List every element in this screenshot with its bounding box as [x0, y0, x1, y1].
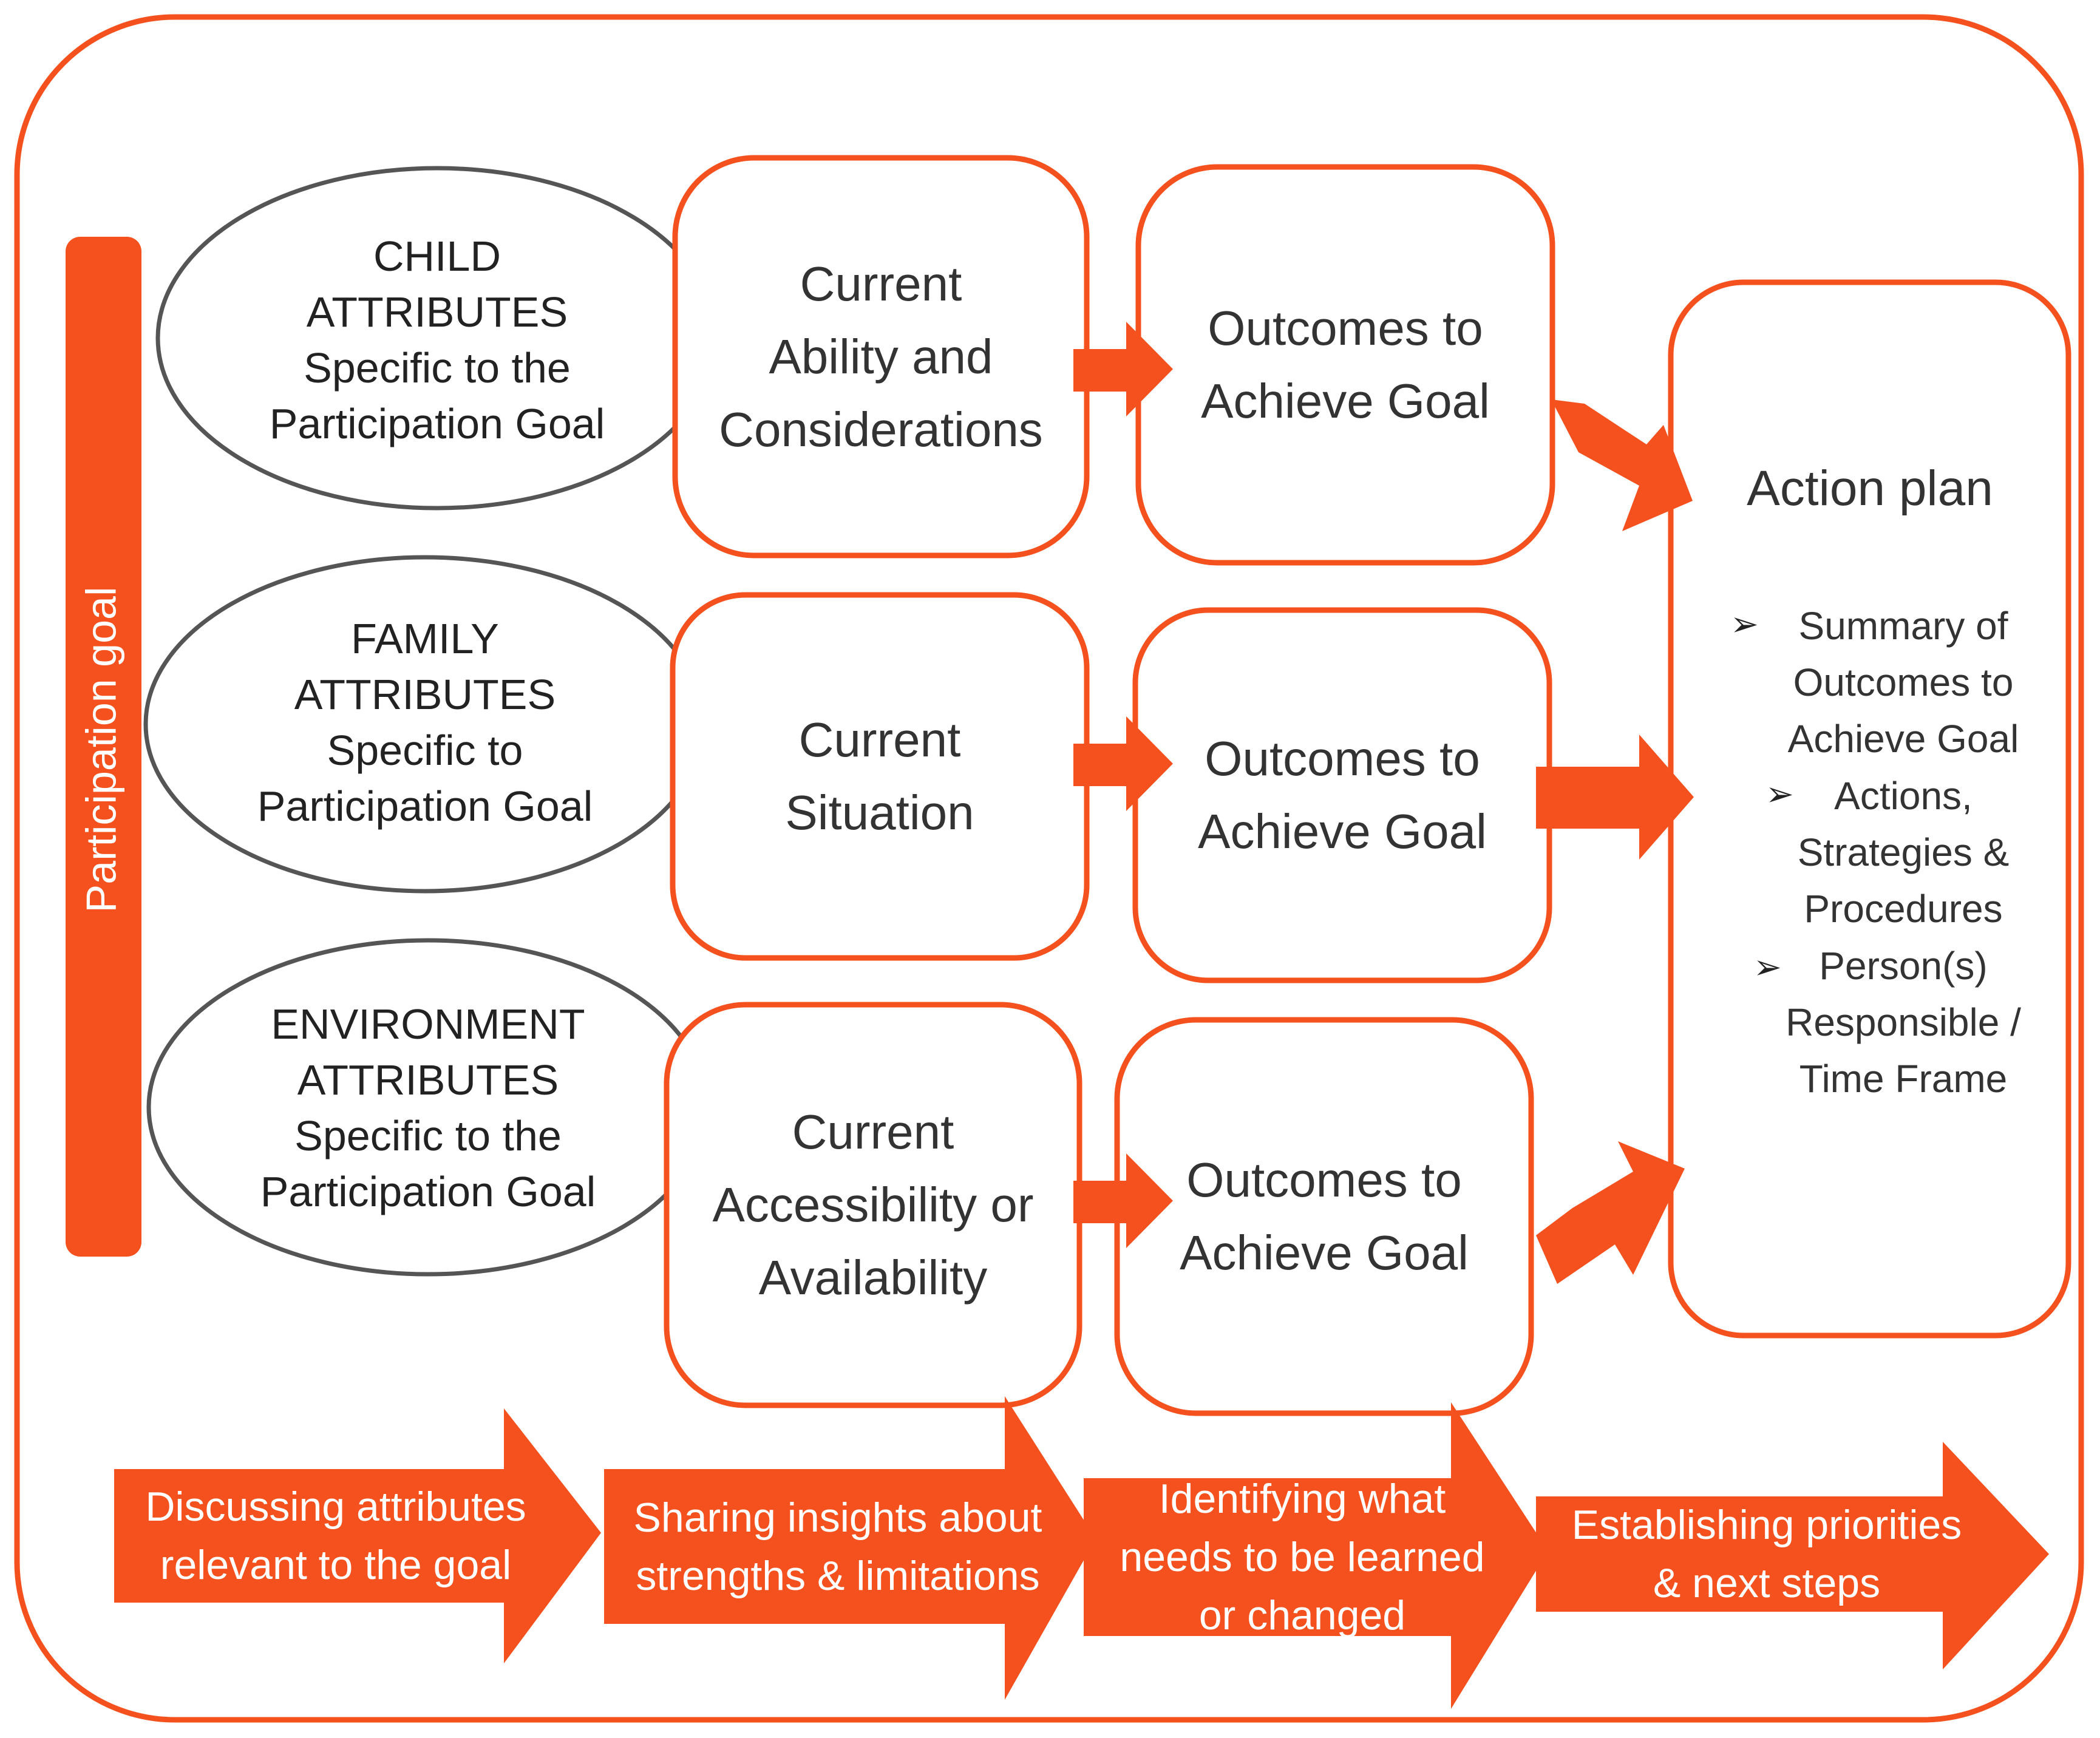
plan-line: Responsible / — [1786, 1000, 2021, 1044]
outcomes-text-1: Outcomes to Achieve Goal — [1143, 173, 1548, 557]
step-line: needs to be learned — [1120, 1534, 1485, 1580]
plan-line: Outcomes to — [1793, 660, 2014, 704]
outcomes-line: Outcomes to — [1208, 301, 1483, 355]
arrowhead-bullet-icon: ➢ — [1753, 948, 1782, 986]
step-text-2: Sharing insights about strengths & limit… — [604, 1469, 1072, 1624]
participation-goal-bar — [66, 237, 141, 1257]
step-arrow-4 — [1536, 1442, 2049, 1669]
outcomes-line: Outcomes to — [1186, 1153, 1462, 1207]
attr-line: Participation Goal — [257, 782, 593, 830]
plan-line: Person(s) — [1819, 944, 1988, 988]
step-line: Identifying what — [1158, 1476, 1446, 1522]
outcomes-line: Achieve Goal — [1198, 804, 1487, 858]
step-line: Sharing insights about — [633, 1494, 1042, 1541]
current-ability-text: Current Ability and Considerations — [680, 164, 1082, 549]
step-text-4: Establishing priorities & next steps — [1536, 1496, 1997, 1612]
plan-line: Time Frame — [1799, 1057, 2008, 1101]
step-arrow-3 — [1084, 1402, 1548, 1709]
plan-line: Strategies & — [1797, 830, 2010, 874]
step-arrow-2 — [604, 1396, 1096, 1700]
current-line: Situation — [785, 786, 974, 840]
attr-line: Participation Goal — [260, 1168, 596, 1215]
child-attributes-text: CHILD ATTRIBUTES Specific to the Partici… — [231, 225, 644, 455]
plan-item-summary: Summary of Outcomes to Achieve Goal — [1761, 598, 2046, 767]
attr-line: FAMILY — [351, 615, 499, 662]
step-line: relevant to the goal — [160, 1542, 512, 1588]
step-line: strengths & limitations — [636, 1552, 1040, 1599]
attr-line: ENVIRONMENT — [271, 1000, 585, 1048]
step-text-3: Identifying what needs to be learned or … — [1084, 1476, 1521, 1638]
action-plan-title: Action plan — [1747, 461, 1993, 516]
plan-item-persons: Person(s) Responsible / Time Frame — [1761, 938, 2046, 1107]
arrowhead-bullet-icon: ➢ — [1765, 775, 1794, 813]
step-line: & next steps — [1653, 1560, 1881, 1606]
attr-line: ATTRIBUTES — [297, 1056, 559, 1104]
step-line: Establishing priorities — [1571, 1502, 1962, 1548]
attr-line: Participation Goal — [269, 400, 605, 447]
attr-line: ATTRIBUTES — [294, 671, 556, 718]
arrow-current-to-outcomes-1 — [1073, 322, 1173, 416]
current-line: Considerations — [719, 402, 1043, 457]
outcomes-line: Achieve Goal — [1201, 374, 1490, 428]
current-line: Availability — [758, 1251, 988, 1305]
arrow-outcomes-to-plan-3 — [1536, 1141, 1685, 1284]
plan-item-actions: Actions, Strategies & Procedures — [1761, 768, 2046, 937]
arrowhead-bullet-icon: ➢ — [1730, 605, 1759, 643]
participation-goal-label-wrap: Participation goal — [58, 243, 143, 1257]
outcomes-text-2: Outcomes to Achieve Goal — [1140, 616, 1544, 974]
step-line: or changed — [1198, 1592, 1406, 1638]
outcomes-line: Outcomes to — [1205, 732, 1480, 786]
attr-line: CHILD — [373, 233, 501, 280]
current-line: Current — [792, 1105, 954, 1159]
arrow-current-to-outcomes-2 — [1073, 716, 1173, 811]
attr-line: Specific to the — [304, 344, 571, 392]
step-text-1: Discussing attributes relevant to the go… — [114, 1469, 557, 1603]
environment-attributes-text: ENVIRONMENT ATTRIBUTES Specific to the P… — [222, 993, 634, 1223]
outcomes-text-3: Outcomes to Achieve Goal — [1122, 1026, 1526, 1407]
step-arrow-1 — [114, 1408, 601, 1663]
step-line: Discussing attributes — [145, 1484, 526, 1530]
family-attributes-text: FAMILY ATTRIBUTES Specific to Participat… — [219, 607, 631, 838]
plan-line: Achieve Goal — [1787, 717, 2019, 761]
outer-frame — [14, 14, 2084, 1723]
plan-line: Procedures — [1804, 887, 2003, 931]
current-accessibility-text: Current Accessibility or Availability — [671, 1011, 1075, 1399]
current-situation-text: Current Situation — [678, 601, 1082, 952]
participation-goal-label: Participation goal — [77, 586, 124, 913]
plan-line: Summary of — [1798, 604, 2008, 648]
arrow-outcomes-to-plan-1 — [1551, 399, 1693, 531]
arrow-outcomes-to-plan-2 — [1536, 735, 1694, 860]
arrow-current-to-outcomes-3 — [1073, 1153, 1173, 1248]
attr-line: ATTRIBUTES — [306, 288, 568, 336]
attr-line: Specific to the — [294, 1112, 562, 1159]
current-line: Current — [800, 256, 962, 311]
current-line: Accessibility or — [712, 1178, 1034, 1232]
current-line: Current — [798, 713, 961, 767]
attr-line: Specific to — [327, 727, 523, 774]
current-line: Ability and — [769, 329, 993, 384]
outcomes-line: Achieve Goal — [1180, 1226, 1469, 1280]
plan-line: Actions, — [1834, 774, 1973, 818]
